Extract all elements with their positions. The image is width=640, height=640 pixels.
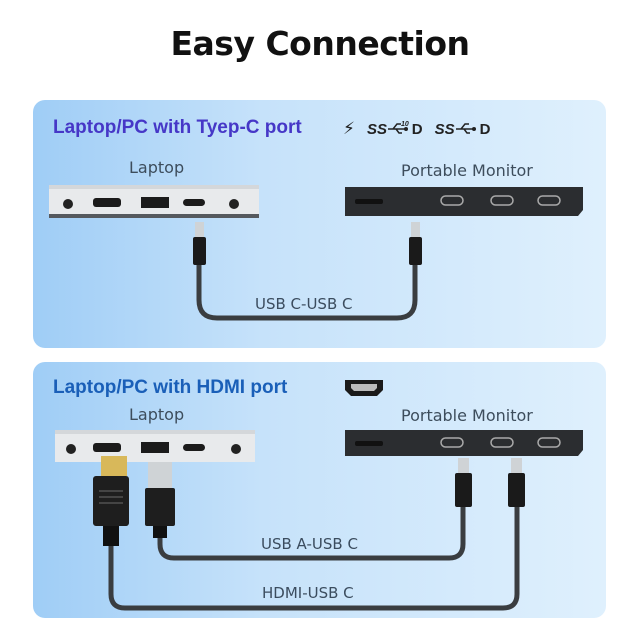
panel-hdmi: Laptop/PC with HDMI port Laptop Portable… bbox=[33, 362, 606, 618]
audio-jack bbox=[229, 199, 239, 209]
monitor-body bbox=[345, 187, 583, 216]
page-title: Easy Connection bbox=[170, 24, 470, 63]
monitor-usb-c-port bbox=[537, 195, 561, 206]
thunderbolt-icon: ⚡ bbox=[343, 119, 355, 138]
monitor-label: Portable Monitor bbox=[401, 406, 533, 425]
monitor-usb-c-port bbox=[490, 195, 514, 206]
hdmi-plug bbox=[93, 456, 129, 546]
hdmi-port bbox=[93, 443, 121, 452]
monitor-usb-c-port bbox=[537, 437, 561, 448]
laptop-label: Laptop bbox=[129, 158, 185, 177]
hdmi-usb-c-cable bbox=[108, 507, 520, 611]
laptop-ports bbox=[55, 430, 255, 462]
hdmi-port-icon bbox=[345, 380, 383, 396]
laptop-ports bbox=[49, 185, 259, 218]
displayport-glyph: D bbox=[479, 120, 491, 138]
panel-type-c: Laptop/PC with Tyep-C port ⚡ SS 10 D SS … bbox=[33, 100, 606, 348]
cable-label-hdmi: HDMI-USB C bbox=[262, 584, 354, 602]
dc-port bbox=[63, 199, 73, 209]
monitor-usb-c-port bbox=[440, 195, 464, 206]
usb-a-port bbox=[141, 442, 169, 453]
superspeed-usb-displayport-icon: SS D bbox=[435, 121, 491, 138]
panel1-illustration bbox=[49, 185, 583, 321]
displayport-glyph: D bbox=[411, 120, 423, 138]
superspeed-usb-10-displayport-icon: SS 10 D bbox=[367, 121, 423, 138]
panel-title: Laptop/PC with Tyep-C port bbox=[53, 117, 302, 138]
hdmi-port bbox=[93, 198, 121, 207]
panel-title: Laptop/PC with HDMI port bbox=[53, 377, 288, 398]
ss-text: SS bbox=[434, 120, 455, 138]
usb-trident-icon bbox=[387, 123, 408, 134]
laptop-label: Laptop bbox=[129, 405, 185, 424]
usb-c-port bbox=[183, 199, 205, 206]
badge-row: ⚡ SS 10 D SS D bbox=[343, 118, 490, 140]
monitor-usb-c-port bbox=[440, 437, 464, 448]
dc-port bbox=[66, 444, 76, 454]
monitor-ports bbox=[345, 187, 583, 216]
audio-jack bbox=[231, 444, 241, 454]
cable-label: USB C-USB C bbox=[255, 295, 353, 313]
monitor-ports bbox=[345, 430, 583, 456]
speed-10-text: 10 bbox=[400, 120, 409, 128]
usb-c-plugs bbox=[455, 458, 525, 507]
panel2-illustration bbox=[55, 430, 583, 611]
usb-a-plug bbox=[145, 462, 175, 538]
usb-a-port bbox=[141, 197, 169, 208]
monitor-label: Portable Monitor bbox=[401, 161, 533, 180]
cable-label-usb-a: USB A-USB C bbox=[261, 535, 358, 553]
usb-a-usb-c-cable bbox=[157, 507, 466, 561]
usb-c-cable bbox=[193, 222, 422, 321]
monitor-usb-c-port bbox=[490, 437, 514, 448]
usb-trident-icon bbox=[455, 123, 476, 134]
monitor-body bbox=[345, 430, 583, 456]
ss-text: SS bbox=[366, 120, 387, 138]
usb-c-port bbox=[183, 444, 205, 451]
